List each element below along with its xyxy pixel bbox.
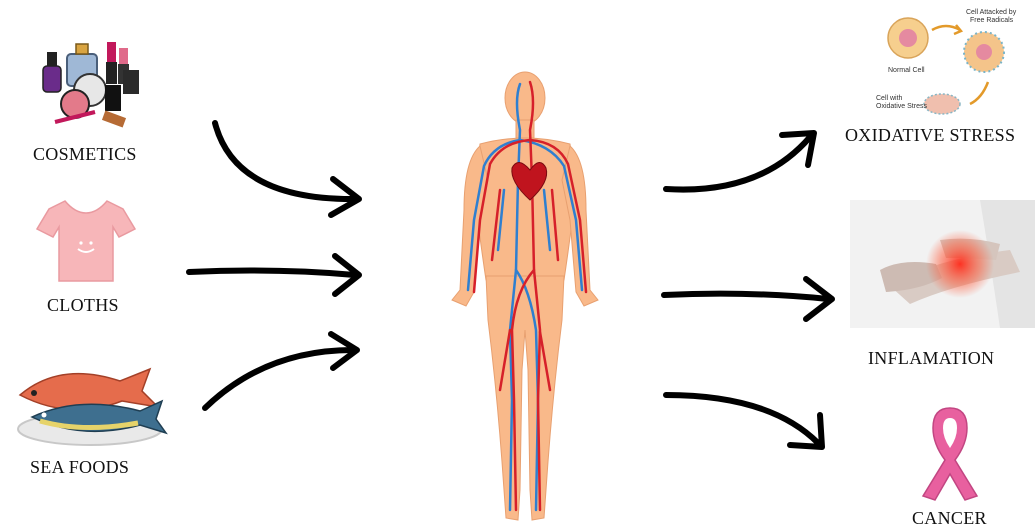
arrow-body-to-oxidative-stress xyxy=(660,125,830,205)
cosmetics-illustration xyxy=(35,30,145,130)
arrow-body-to-inflamation xyxy=(660,275,840,325)
label-cosmetics: COSMETICS xyxy=(33,144,137,165)
seafood-illustration xyxy=(10,355,170,455)
arrow-cosmetics-to-body xyxy=(205,115,375,220)
label-cancer: CANCER xyxy=(912,508,987,529)
label-inflamation: INFLAMATION xyxy=(868,348,994,369)
label-cloths: CLOTHS xyxy=(47,295,119,316)
label-oxidative-stress: OXIDATIVE STRESS xyxy=(845,125,1015,146)
attacked-cell-label-1: Cell Attacked by xyxy=(966,9,1017,16)
stress-cell-label-2: Oxidative Stress xyxy=(876,103,927,110)
label-sea-foods: SEA FOODS xyxy=(30,457,129,478)
stress-cell-label-1: Cell with xyxy=(876,95,903,102)
tshirt-illustration xyxy=(35,195,137,285)
attacked-cell-label-2: Free Radicals xyxy=(970,17,1014,24)
inflamation-illustration xyxy=(850,200,1035,328)
cancer-ribbon-icon xyxy=(915,400,985,505)
human-circulatory-system xyxy=(440,70,610,530)
arrow-body-to-cancer xyxy=(660,385,835,460)
arrow-cloths-to-body xyxy=(185,250,370,300)
normal-cell-label: Normal Cell xyxy=(888,67,925,74)
arrow-seafood-to-body xyxy=(195,330,370,420)
oxidative-stress-illustration: Normal Cell Cell Attacked by Free Radica… xyxy=(870,0,1000,125)
